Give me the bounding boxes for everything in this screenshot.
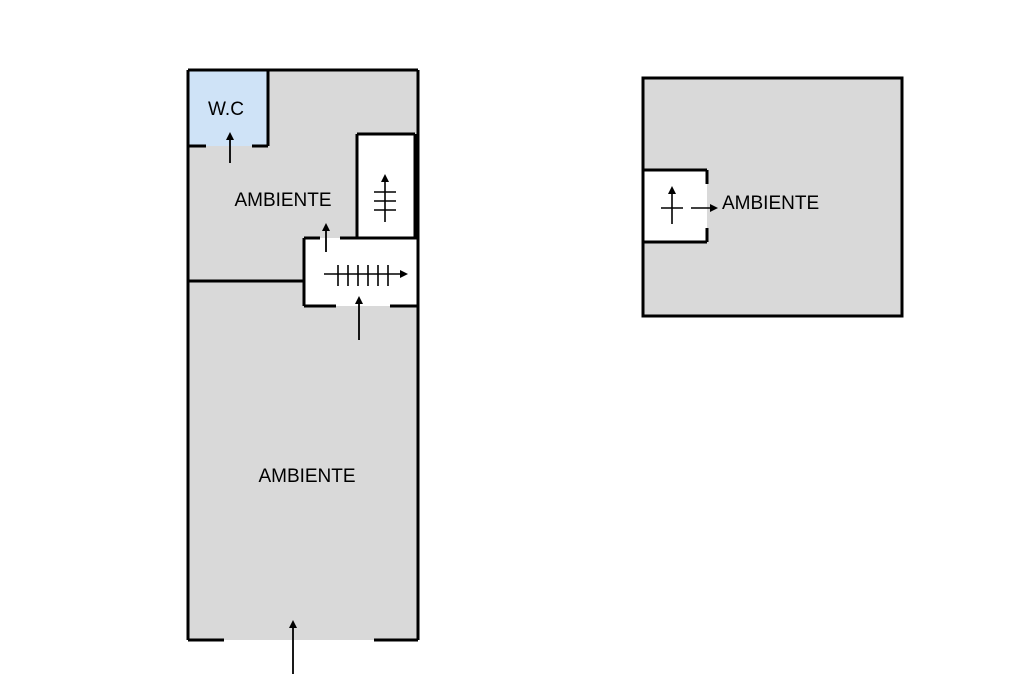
upper-stair-fill <box>643 170 707 242</box>
upper-floor-room-label: AMBIENTE <box>722 193 819 214</box>
stair-walls <box>302 132 418 308</box>
upper-room-label: AMBIENTE <box>234 190 331 211</box>
entry-arrows <box>226 132 363 674</box>
main-room-label: AMBIENTE <box>258 466 355 487</box>
wc-label: W.C <box>208 99 244 120</box>
upper-walls <box>641 76 904 318</box>
stair-landing <box>304 238 418 306</box>
stair-upper <box>357 134 415 238</box>
wc-walls <box>188 70 270 148</box>
upper-stair-arrival <box>661 186 718 224</box>
ground-floor-plan: W.C AMBIENTE AMBIENTE <box>186 68 420 674</box>
stair-run-vertical <box>374 174 396 222</box>
upper-floor-plan: AMBIENTE <box>641 76 904 318</box>
outer-walls <box>186 68 420 642</box>
stair-run-horizontal <box>324 265 408 286</box>
